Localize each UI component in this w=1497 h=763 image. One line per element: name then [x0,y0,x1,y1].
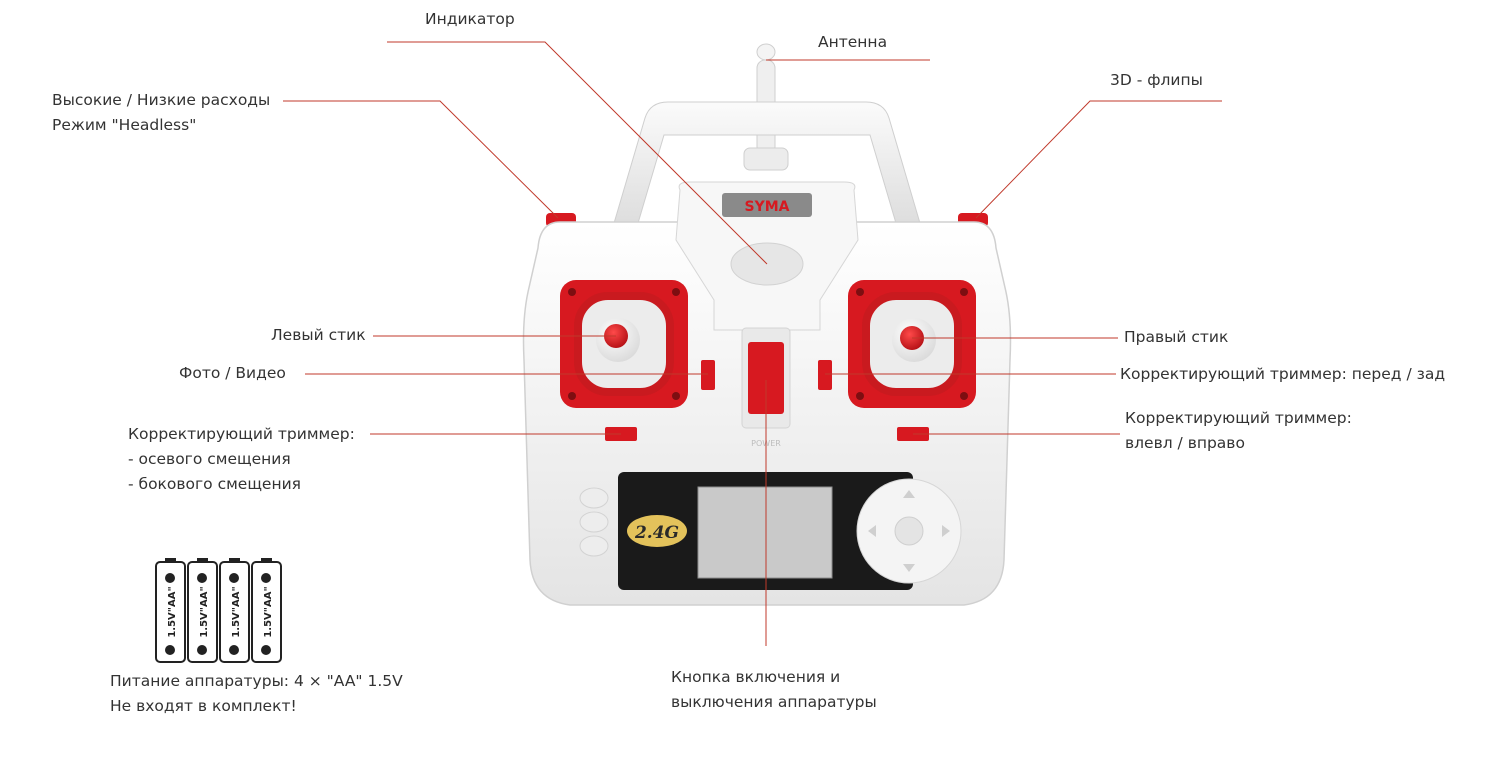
svg-text:1.5V"AA": 1.5V"AA" [167,586,178,637]
label-power-button: Кнопка включения и выключения аппаратуры [671,668,877,711]
brand-badge [722,193,812,217]
transmitter-illustration: SYMA POWER [522,43,1012,606]
forward-back-trim[interactable] [818,360,832,390]
battery-1: 1.5V"AA" [155,558,186,663]
batteries-illustration: 1.5V"AA" 1.5V"AA" 1.5V"AA" 1.5V"AA" [155,558,282,663]
photo-video-trim[interactable] [701,360,715,390]
svg-text:2.4G: 2.4G [634,523,679,543]
label-batteries: Питание аппаратуры: 4 × "AA" 1.5V Не вхо… [110,672,403,715]
battery-4: 1.5V"AA" [251,558,282,663]
battery-2: 1.5V"AA" [187,558,218,663]
label-trim-left-right: Корректирующий триммер: влевл / вправо [1125,409,1352,452]
label-photo-video: Фото / Видео [179,364,286,382]
leader-flips [975,100,1222,219]
leader-lines [283,41,1222,646]
label-right-stick: Правый стик [1124,328,1229,346]
direction-pad[interactable] [856,478,962,584]
label-antenna: Антенна [818,33,888,51]
left-side-buttons [579,487,609,557]
label-left-stick: Левый стик [271,326,366,344]
svg-text:1.5V"AA": 1.5V"AA" [263,586,274,637]
lcd-screen [697,486,833,579]
frequency-badge: 2.4G [627,515,687,547]
label-trim-forward-back: Корректирующий триммер: перед / зад [1120,365,1446,383]
label-3d-flips: 3D - флипы [1110,71,1203,89]
svg-text:1.5V"AA": 1.5V"AA" [231,586,242,637]
brand-logo: SYMA [745,199,790,215]
power-switch[interactable] [748,342,784,414]
svg-text:1.5V"AA": 1.5V"AA" [199,586,210,637]
label-rates-headless: Высокие / Низкие расходы Режим "Headless… [52,91,271,134]
battery-3: 1.5V"AA" [219,558,250,663]
label-indicator: Индикатор [425,10,515,28]
leader-rates [283,100,559,219]
leader-indicator [387,41,768,265]
label-trim-yaw-roll: Корректирующий триммер: - осевого смещен… [128,425,355,493]
